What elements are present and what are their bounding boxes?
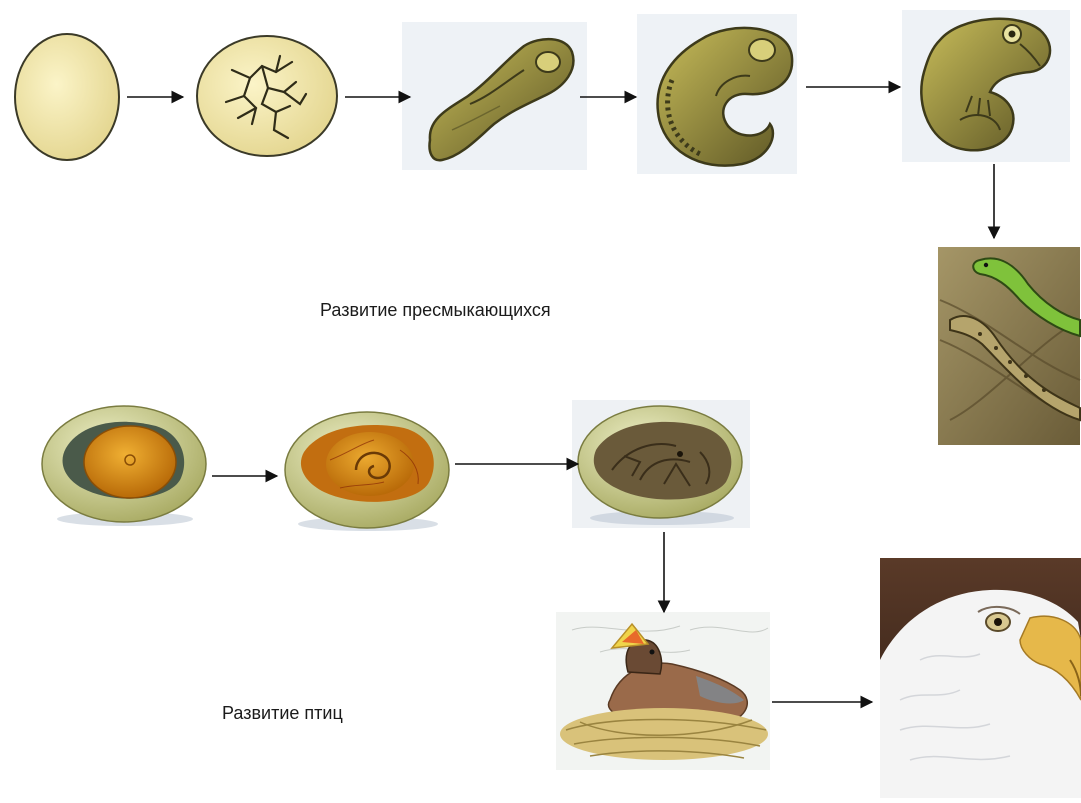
bird-stage-egg-with-chick-icon	[572, 400, 750, 528]
bird-stage-eagle-head-icon	[880, 558, 1081, 798]
reptile-stage-egg-icon	[15, 34, 119, 160]
bird-stage-nestling-icon	[556, 612, 770, 770]
reptile-stage-adult-lizards-icon	[938, 247, 1080, 445]
reptile-stage-curled-embryo-icon	[637, 14, 797, 174]
caption-bird-development: Развитие птиц	[222, 703, 343, 724]
caption-reptile-development: Развитие пресмыкающихся	[320, 300, 551, 321]
reptile-stage-late-embryo-icon	[902, 10, 1070, 162]
reptile-stage-cracked-egg-icon	[197, 36, 337, 156]
reptile-stage-early-embryo-icon	[402, 22, 587, 170]
bird-stage-egg-with-embryo-icon	[285, 412, 449, 531]
bird-stage-egg-with-yolk-icon	[42, 406, 206, 526]
